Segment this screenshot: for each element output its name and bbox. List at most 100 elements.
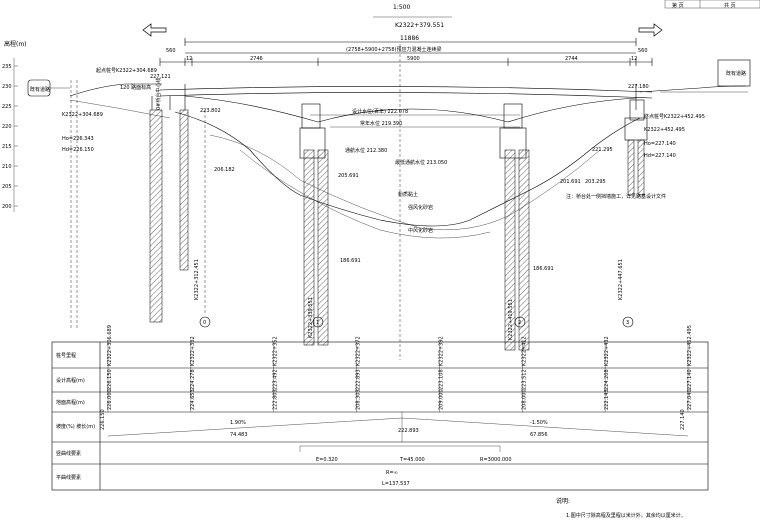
notes-line-1: 1.图中尺寸除高程及里程以米计外，其余均以厘米计。 [566, 512, 686, 519]
pier-1: 1 K2322+339.551 205.691 186.691 [299, 103, 361, 346]
page-total-cell: 共 页 [724, 2, 736, 9]
pier-1-label: 1 [316, 320, 319, 326]
table-design-elevation: 223.492 [273, 369, 279, 390]
pile-bottom-elev-1: 186.691 [340, 258, 361, 264]
elevation-tick: 220 [2, 124, 12, 130]
pier-3-label: 3 [626, 320, 629, 326]
segment-5: 12 [631, 56, 637, 62]
left-station: K2322+304.689 [62, 112, 103, 118]
table-ground-elevation: 222.803 [273, 389, 279, 410]
segment-4: 2744 [565, 56, 578, 62]
direction-right-arrow-icon [638, 23, 663, 37]
direction-left-arrow-icon [142, 23, 167, 37]
table-ground-elevation: 208.000 [521, 389, 527, 410]
pier-2-label: 2 [518, 320, 521, 326]
table-ground-elevation: 222.143 [604, 389, 610, 410]
notes: 说明: 1.图中尺寸除高程及里程以米计外，其余均以厘米计。 [556, 497, 686, 519]
pier-3: 3 K2322+447.651 [618, 117, 648, 328]
pier-1-station: K2322+339.551 [308, 297, 314, 338]
table-row-label: 设计高程(m) [56, 377, 85, 384]
elevation-tick: 225 [2, 104, 12, 110]
left-road-label: 既有道路 [30, 86, 50, 93]
right-side-elev-1: 201.691 [560, 179, 581, 185]
elevation-tick: 210 [2, 164, 12, 170]
lowest-navigation-level: 最低通航水位 213.050 [395, 159, 447, 166]
table-row-label: 平曲线要素 [56, 474, 81, 481]
table-station: K2322+452.495 [687, 325, 693, 366]
table-ground-elevation: 224.653 [190, 389, 196, 410]
vc-mid: 222.893 [398, 428, 419, 434]
table-design-elevation: 226.150 [107, 369, 113, 390]
pier-0-label: 0 [203, 320, 206, 326]
left-pier-center-label: 0#桥台中心线 [155, 78, 162, 110]
left-top-elev: 227.121 [150, 74, 171, 80]
vc-end: 227.140 [680, 409, 686, 430]
left-hd: Hd=226.150 [62, 147, 94, 153]
elevation-tick: 235 [2, 64, 12, 70]
left-cap-elev: 223.802 [200, 108, 221, 114]
slope-label: 120 路面标高 [120, 84, 151, 91]
table-station: K2322+392 [438, 336, 444, 366]
right-ho: Ho=227.140 [644, 141, 676, 147]
elevation-tick: 230 [2, 84, 12, 90]
right-approach: 既有道路 227.180 终点桩号K2322+452.495 K2322+452… [560, 59, 751, 200]
hc-param-r: R=∞ [386, 470, 398, 476]
table-ground-elevation: 226.000 [107, 389, 113, 410]
right-top-elev: 227.180 [628, 84, 649, 90]
hc-param-l: L=137.537 [382, 481, 410, 487]
table-station: K2322+372 [356, 336, 362, 366]
title-block: 1:500 K2322+379.551 第 页 共 页 [373, 0, 760, 29]
notes-title: 说明: [556, 497, 570, 505]
vc-start: 226.150 [100, 409, 106, 430]
soil-layer-3: 中风化砂岩 [408, 227, 433, 234]
segment-2: 2746 [250, 56, 263, 62]
pile-bottom-elev-2: 186.691 [533, 266, 554, 272]
table-ground-elevation: 208.303 [356, 389, 362, 410]
table-ground-elevation: 227.040 [687, 389, 693, 410]
bridge-deck [151, 44, 653, 360]
elevation-tick: 205 [2, 184, 12, 190]
right-side-elev-2: 203.295 [585, 179, 606, 185]
pile-elev-mid: 205.691 [338, 173, 359, 179]
table-station: K2322+432 [604, 336, 610, 366]
table-row-label: 地面高程(m) [56, 399, 85, 406]
table-row-label: 坡度(%) 坡长(m) [56, 423, 95, 430]
pier-3-station: K2322+447.651 [618, 259, 624, 300]
elevation-axis-title: 高程(m) [4, 40, 27, 48]
left-ho: Ho=226.343 [62, 136, 94, 142]
soil-layer-2: 强风化砂岩 [408, 204, 433, 211]
table-station: K2322+306.689 [107, 325, 113, 366]
left-abutment-length: 560 [166, 48, 176, 54]
table-row-label: 桩号里程 [56, 352, 76, 359]
span-total-length: 11886 [400, 35, 419, 42]
scale-text: 1:500 [393, 4, 410, 11]
table-ground-elevation: 209.000 [438, 389, 444, 410]
pier-2: 2 K2322+419.551 186.691 [499, 103, 554, 351]
table-design-elevation: 223.108 [438, 369, 444, 390]
table-design-elevation: 222.893 [356, 369, 362, 390]
table-design-elevation: 223.512 [521, 369, 527, 390]
right-note: 注：桥台处一侧挡墙施工，详见路基设计文件 [566, 193, 666, 200]
right-hd: Hd=227.140 [644, 153, 676, 159]
segment-1: 12 [186, 56, 192, 62]
soil-layer-1: 粉质黏土 [398, 191, 418, 198]
right-road-label: 既有道路 [726, 70, 746, 77]
table-row-label: 竖曲线要素 [56, 450, 81, 457]
navigation-water-level: 通航水位 212.380 [345, 147, 387, 154]
table-station: K2322+412 [521, 336, 527, 366]
table-design-elevation: 224.278 [190, 369, 196, 390]
grade-left: 1.90% [230, 420, 246, 426]
pile-elev-left: 206.182 [214, 167, 235, 173]
normal-water-level: 常年水位 219.390 [360, 120, 402, 127]
pier-0-station: K2322+312.451 [194, 259, 200, 300]
page-number-cell: 第 页 [672, 2, 684, 9]
left-station-label-top: 起点桩号K2322+304.689 [96, 67, 157, 74]
elevation-tick: 215 [2, 144, 12, 150]
left-approach: 既有道路 起点桩号K2322+304.689 K2322+304.689 Ho=… [27, 67, 221, 330]
table-station: K2322+332 [190, 336, 196, 366]
grade-right-length: 67.856 [530, 432, 548, 438]
